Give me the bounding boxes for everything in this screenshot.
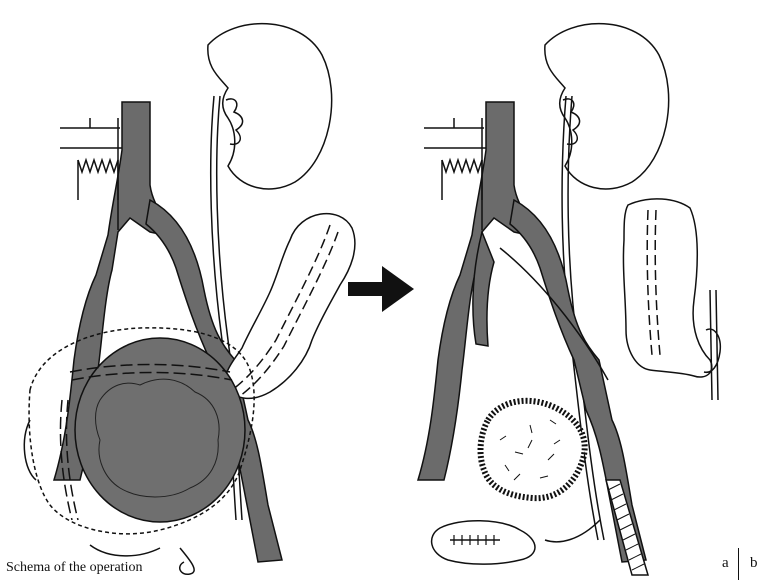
spine-zigzag-right <box>442 160 482 172</box>
colon-right <box>623 199 711 377</box>
kidney-left-panel <box>208 24 332 189</box>
spine-outline-left <box>60 118 122 200</box>
panel-b-illustration <box>418 24 720 575</box>
panel-a-illustration <box>24 24 355 575</box>
spine-outline-right <box>424 118 486 200</box>
sutured-loop <box>432 521 535 564</box>
panel-label-b: b <box>750 555 758 572</box>
spine-zigzag-left <box>78 160 118 172</box>
kidney-right-panel <box>545 24 669 189</box>
right-arrow-icon <box>348 266 414 312</box>
resection-bed <box>481 401 585 498</box>
figure-caption: Schema of the operation <box>6 560 142 576</box>
panel-label-a: a <box>722 555 729 572</box>
panel-label-divider <box>738 548 739 580</box>
colon-left <box>226 214 355 399</box>
